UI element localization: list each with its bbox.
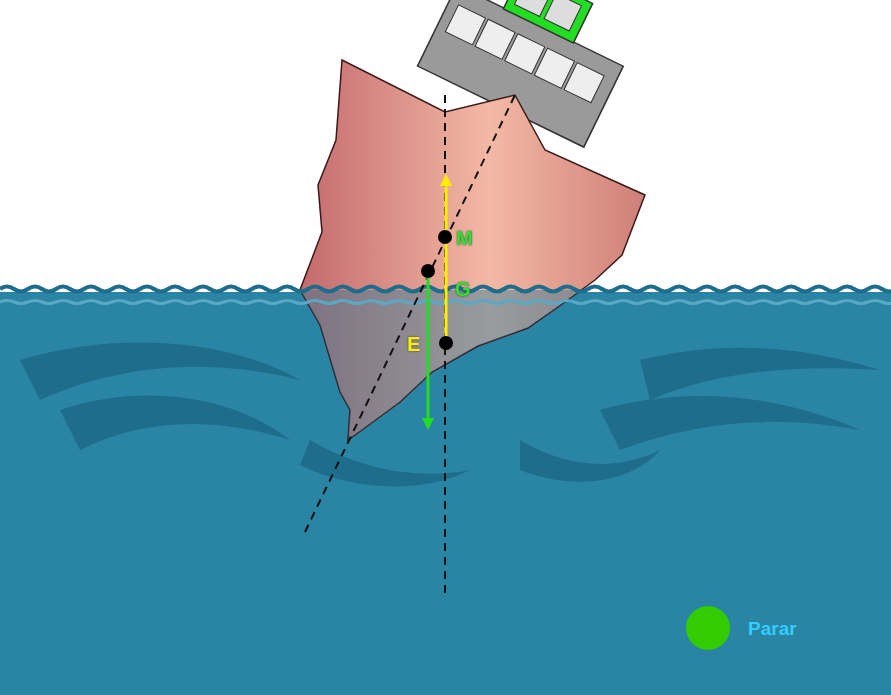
button-label: Parar bbox=[748, 619, 797, 638]
submerged-hull bbox=[300, 290, 645, 440]
point-label: E bbox=[407, 334, 420, 354]
stop-button bbox=[686, 606, 730, 650]
point-label: G bbox=[455, 279, 471, 299]
gravity-point bbox=[421, 264, 435, 278]
water-swirls bbox=[20, 343, 880, 487]
metacenter-point bbox=[438, 230, 452, 244]
weight-arrow bbox=[427, 272, 430, 424]
ship-hull bbox=[300, 60, 645, 440]
ship-axis bbox=[305, 95, 515, 532]
point-label: M bbox=[456, 228, 473, 248]
buoyancy-arrow bbox=[445, 180, 448, 343]
buoyancy-point bbox=[439, 336, 453, 350]
